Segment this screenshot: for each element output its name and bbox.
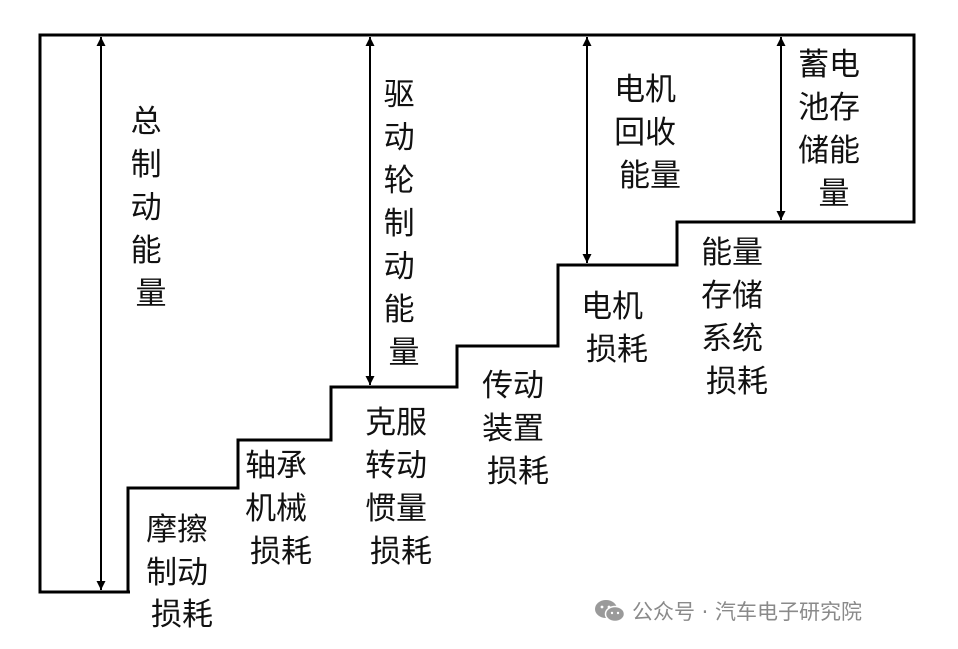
label-drive-wheel-braking-energy: 驱 动 轮 制 动 能 量 (384, 77, 425, 371)
label-friction-braking-loss: 摩擦 制动 损耗 (146, 512, 218, 633)
staircase-outline (38, 33, 916, 594)
label-total-braking-energy: 总 制 动 能 量 (131, 104, 172, 312)
label-bearing-mechanical-loss: 轴承 机械 损耗 (245, 448, 317, 570)
label-rotational-inertia-loss: 克服 转动 惯量 损耗 (365, 405, 437, 570)
watermark-text: 公众号 · 汽车电子研究院 (632, 600, 863, 624)
wechat-icon (595, 600, 626, 623)
label-storage-system-loss: 能量 存储 系统 损耗 (701, 235, 773, 400)
label-battery-stored-energy: 蓄电 池存 储能 量 (798, 47, 870, 212)
label-motor-loss: 电机 损耗 (581, 289, 653, 368)
label-transmission-loss: 传动 装置 损耗 (482, 368, 554, 490)
watermark: 公众号 · 汽车电子研究院 (594, 597, 862, 625)
label-motor-recovered-energy: 电机 回收 能量 (614, 72, 686, 194)
